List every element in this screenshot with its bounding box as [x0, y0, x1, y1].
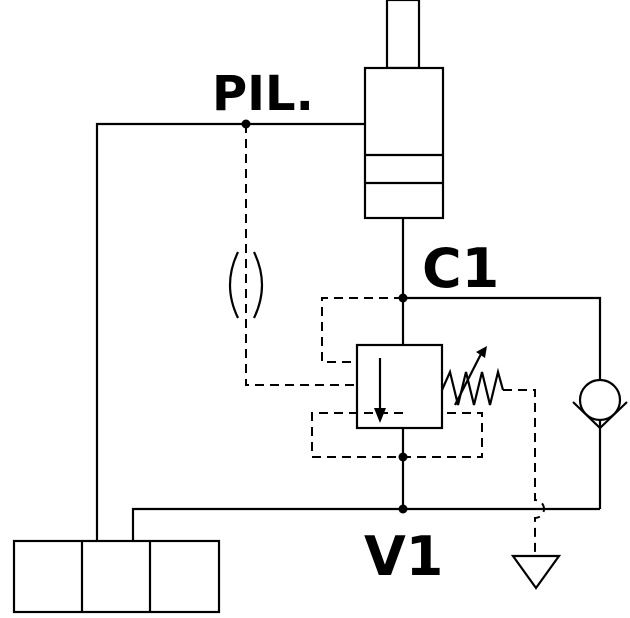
pil-label: PIL. — [212, 66, 314, 122]
pilot-line — [95, 122, 365, 541]
top-pilot-loop — [321, 297, 403, 363]
cylinder-barrel — [363, 66, 445, 220]
spring-icon — [440, 346, 505, 406]
tank-icon — [510, 554, 562, 590]
check-valve-icon — [572, 378, 628, 430]
cylinder-rod — [385, 0, 421, 70]
valve-body — [355, 343, 444, 430]
v1-label: V1 — [364, 525, 443, 588]
orifice-icon — [228, 251, 264, 319]
pilot-dashed-line — [245, 124, 357, 386]
return-line — [131, 507, 600, 541]
c1-label: C1 — [422, 237, 499, 300]
bottom-drain-loop — [311, 412, 483, 458]
cylinder-icon — [363, 0, 445, 220]
check-branch-line — [403, 296, 602, 509]
directional-valve-icon — [12, 539, 221, 614]
relief-valve-icon — [355, 343, 444, 430]
drain-line — [503, 389, 545, 556]
